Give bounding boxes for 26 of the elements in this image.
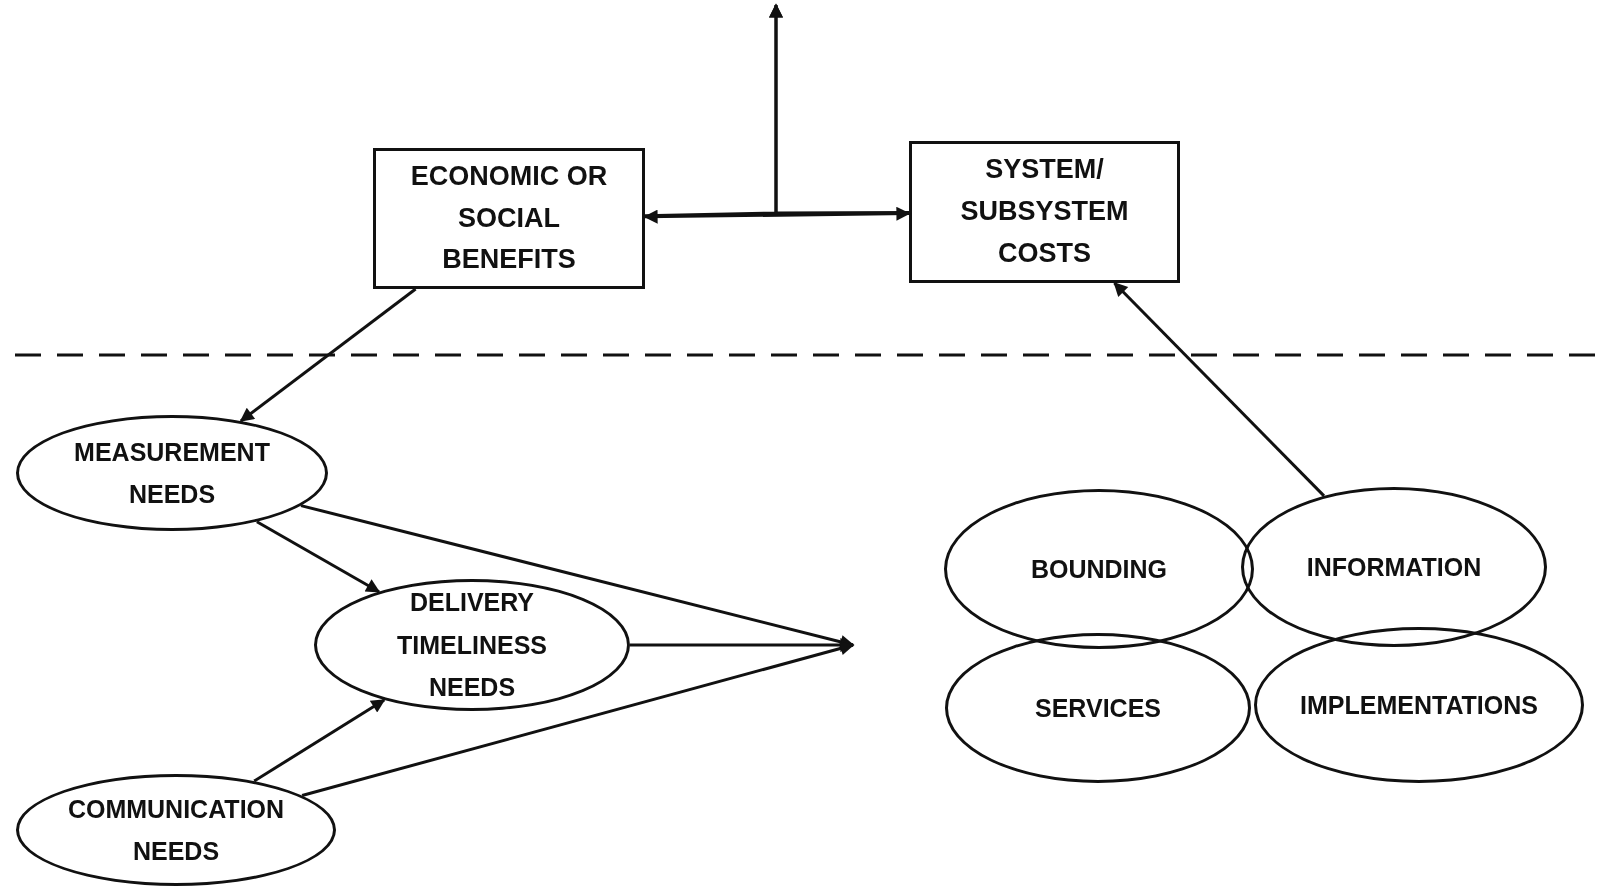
- node-label: BOUNDING: [1030, 553, 1168, 585]
- ellipse-node: [945, 633, 1251, 783]
- ellipse-node: [314, 579, 630, 711]
- process-box: [373, 148, 645, 289]
- node-label: IMPLEMENTATIONS: [1300, 689, 1538, 721]
- ellipse-node: [16, 774, 336, 886]
- arrow: [1113, 281, 1326, 497]
- arrow: [239, 287, 417, 423]
- arrow: [769, 3, 909, 215]
- node-label: MEASUREMENT NEEDS: [73, 436, 271, 510]
- process-box: [909, 141, 1180, 283]
- arrow: [253, 698, 386, 783]
- node-label: INFORMATION: [1306, 551, 1482, 583]
- ellipse-node: [1241, 487, 1547, 647]
- node-label: DELIVERY TIMELINESS NEEDS: [396, 587, 548, 704]
- ellipse-node: [16, 415, 328, 531]
- node-label: SYSTEM/ SUBSYSTEM COSTS: [959, 153, 1130, 270]
- ellipse-node: [944, 489, 1254, 649]
- node-label: SERVICES: [1035, 692, 1161, 724]
- arrow: [256, 520, 381, 593]
- arrow: [643, 206, 911, 224]
- ellipse-node: [1254, 627, 1584, 783]
- node-label: ECONOMIC OR SOCIAL BENEFITS: [409, 159, 609, 277]
- arrow: [301, 641, 855, 797]
- arrow: [300, 504, 855, 649]
- node-label: COMMUNICATION NEEDS: [66, 793, 286, 867]
